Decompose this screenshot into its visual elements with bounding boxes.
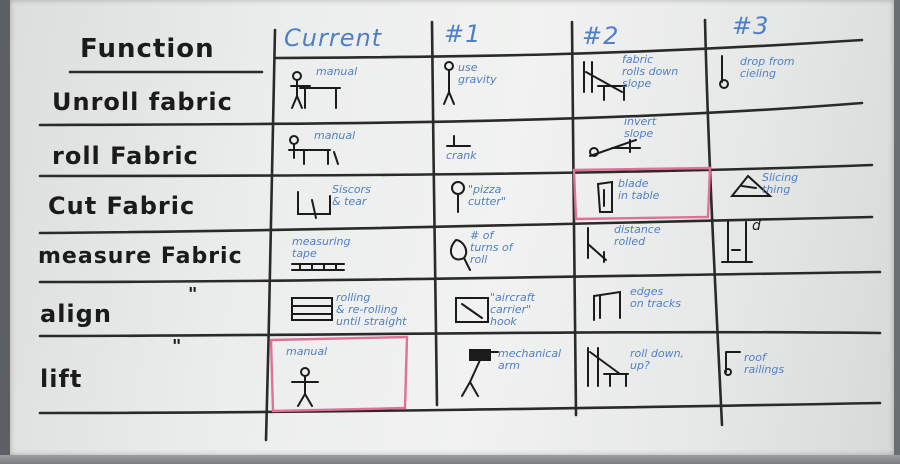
cell-measure-current: measuring tape xyxy=(292,235,351,260)
h-rule-3 xyxy=(38,163,874,178)
highlight-lift-current xyxy=(269,335,409,413)
row-label-lift: lift xyxy=(40,365,83,393)
column-header-2: #2 xyxy=(582,22,620,50)
whiteboard-tray xyxy=(0,455,900,464)
sketch-roof-icon xyxy=(724,351,741,376)
sketch-crank-icon xyxy=(446,135,471,147)
cell-align-1: "aircraft carrier" hook xyxy=(490,291,535,328)
column-header-current: Current xyxy=(284,24,383,52)
h-rule-4 xyxy=(38,215,874,235)
sketch-pizza-cutter-icon xyxy=(451,181,465,213)
row-label-measure: measure Fabric xyxy=(38,244,243,269)
sketch-measure-d-icon xyxy=(721,221,753,263)
cell-measure-2: distance rolled xyxy=(614,223,661,248)
ditto-mark-align: " xyxy=(188,284,198,305)
sketch-gravity-icon xyxy=(443,61,455,105)
row-label-unroll: Unroll fabric xyxy=(52,88,233,116)
cell-unroll-current: manual xyxy=(316,65,358,78)
h-rule-7 xyxy=(38,401,882,415)
cell-lift-3: roof railings xyxy=(744,351,785,376)
sketch-slope-icon xyxy=(583,61,627,101)
sketch-arm-icon xyxy=(461,349,499,397)
sketch-distance-icon xyxy=(587,227,607,263)
function-header: Function xyxy=(80,34,215,64)
sketch-figure-table-icon xyxy=(290,71,341,109)
cell-lift-2: roll down, up? xyxy=(630,347,685,372)
cell-unroll-3: drop from cieling xyxy=(740,55,795,80)
h-rule-1 xyxy=(273,38,864,60)
cell-measure-1: # of turns of roll xyxy=(470,229,513,266)
v-rule-2 xyxy=(430,20,439,407)
h-rule-6 xyxy=(38,330,882,338)
v-rule-3 xyxy=(570,20,578,417)
cell-roll-current: manual xyxy=(314,129,356,142)
sketch-lift-figure-icon xyxy=(291,367,319,407)
cell-unroll-2: fabric rolls down slope xyxy=(622,53,679,90)
h-rule-5 xyxy=(38,270,882,284)
row-label-roll: roll Fabric xyxy=(52,142,199,170)
sketch-roll-manual-icon xyxy=(288,135,339,165)
cell-cut-3: Slicing thing xyxy=(762,171,799,196)
sketch-hook-icon xyxy=(455,297,489,323)
column-header-3: #3 xyxy=(732,12,770,40)
cell-cut-2: blade in table xyxy=(618,177,660,202)
column-header-1: #1 xyxy=(444,20,482,48)
cell-unroll-1: use gravity xyxy=(458,61,497,86)
sketch-tracks-icon xyxy=(593,290,621,321)
cell-measure-3-label: d xyxy=(752,218,761,234)
sketch-turns-icon xyxy=(449,239,471,271)
row-label-cut: Cut Fabric xyxy=(48,192,196,220)
cell-lift-1: mechanical arm xyxy=(498,347,562,372)
h-rule-2 xyxy=(38,101,864,127)
cell-roll-2: invert slope xyxy=(624,115,657,140)
cell-cut-current: Siscors & tear xyxy=(332,183,371,208)
v-rule-4 xyxy=(703,18,724,427)
sketch-slicer-icon xyxy=(729,174,773,197)
sketch-invert-slope-icon xyxy=(589,139,641,157)
cell-cut-1: "pizza cutter" xyxy=(468,183,506,208)
cell-align-current: rolling & re-rolling until straight xyxy=(336,291,407,328)
cell-align-2: edges on tracks xyxy=(630,285,681,310)
sketch-roll-down-icon xyxy=(587,347,629,387)
ditto-mark-lift: " xyxy=(172,336,182,357)
highlight-cut-2 xyxy=(572,166,712,221)
row-label-align: align xyxy=(40,300,112,328)
cell-roll-1: crank xyxy=(446,149,477,162)
sketch-drop-icon xyxy=(719,55,729,89)
sketch-tape-icon xyxy=(291,263,345,271)
v-rule-1 xyxy=(264,28,277,442)
sketch-blade-icon xyxy=(596,180,613,213)
cell-lift-current: manual xyxy=(286,345,328,358)
sketch-scissors-icon xyxy=(297,191,331,219)
sketch-rolling-icon xyxy=(291,297,333,321)
